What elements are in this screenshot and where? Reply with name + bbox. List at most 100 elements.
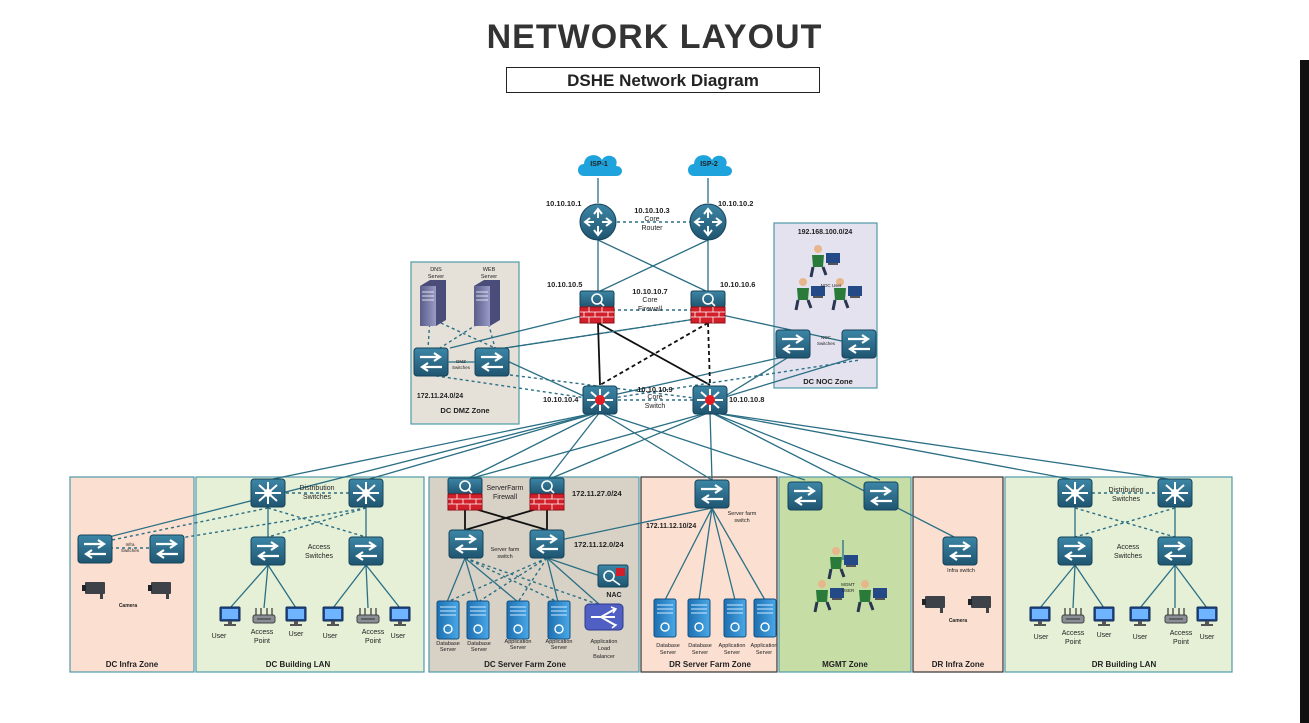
dr-serverfarm-switch-label-2: switch [734, 518, 749, 524]
serverfarm-firewall-1-icon [447, 477, 483, 511]
dr-db-label-2b: Server [692, 650, 708, 656]
dc-infra-switches-label-1: Infra [125, 542, 135, 547]
mgmt-user-label-2: USER [842, 588, 855, 593]
dr-db-label-1a: Database [656, 643, 680, 649]
dr-db-label-1b: Server [660, 650, 676, 656]
web-server-icon [473, 279, 501, 327]
dc-db-label-2b: Server [471, 647, 487, 653]
dc-application-server-1-icon [506, 600, 530, 640]
core-switch-1-icon [582, 385, 618, 415]
core-switch-right-ip: 10.10.10.8 [729, 395, 764, 404]
core-firewall-right-ip: 10.10.10.6 [720, 280, 755, 289]
serverfarm-firewall-label-2: Firewall [493, 494, 518, 501]
serverfarm-firewall-label-1: ServerFarm [487, 485, 524, 492]
dr-distribution-switch-1-icon [1057, 478, 1093, 508]
dc-building-lan-box [195, 476, 425, 673]
dc-infra-switch-2-icon [148, 533, 186, 565]
dc-db-label-1b: Server [440, 647, 456, 653]
dc-app-label-2a: Application [546, 639, 573, 645]
core-switch-vip: 10.10.10.9 [637, 385, 672, 394]
dc-access-switch-2-icon [347, 535, 385, 567]
dc-infra-zone-box [69, 476, 195, 673]
noc-user-label: NOC User [821, 283, 842, 288]
dc-ap-label-2a: Access [362, 629, 385, 636]
dr-ap-label-2a: Access [1170, 630, 1193, 637]
noc-zone-label: DC NOC Zone [803, 377, 853, 386]
dc-distribution-switch-1-icon [250, 478, 286, 508]
dc-database-server-1-icon [436, 600, 460, 640]
serverfarm-switch-label-2: switch [497, 554, 512, 560]
dr-user-label-1: User [1034, 634, 1049, 641]
dr-infra-zone-label: DR Infra Zone [932, 660, 985, 669]
dr-access-switch-1-icon [1056, 535, 1094, 567]
isp-1-label: ISP-1 [590, 161, 608, 168]
core-router-left-ip: 10.10.10.1 [546, 199, 581, 208]
dr-access-switch-2-icon [1156, 535, 1194, 567]
mgmt-switch-1-icon [786, 480, 824, 512]
web-server-label-2: Server [481, 274, 497, 280]
dr-database-server-1-icon [653, 598, 677, 638]
core-switch-label-1: Core [647, 394, 662, 401]
dc-db-label-2a: Database [467, 641, 491, 647]
dc-access-switch-1-icon [249, 535, 287, 567]
dc-user-label-2: User [289, 631, 304, 638]
dmz-switch-1-icon [412, 346, 450, 378]
dc-ap-label-1b: Point [254, 638, 270, 645]
dr-building-lan-label: DR Building LAN [1092, 660, 1157, 669]
lb-label-1: Application [591, 639, 618, 645]
core-switch-left-ip: 10.10.10.4 [543, 395, 579, 404]
mgmt-zone-label: MGMT Zone [822, 660, 868, 669]
dr-user-label-4: User [1200, 634, 1215, 641]
dc-distribution-label-2: Switches [303, 494, 332, 501]
serverfarm-subnet-top: 172.11.27.0/24 [572, 489, 622, 498]
core-router-label-1: Core [644, 216, 659, 223]
dr-serverfarm-switch-icon [693, 478, 731, 510]
mgmt-user-label-1: MGMT [841, 582, 855, 587]
dr-distribution-label-2: Switches [1112, 496, 1141, 503]
dc-distribution-label-1: Distribution [299, 485, 334, 492]
dmz-switches-label-1: DMZ [456, 359, 466, 364]
dc-ap-label-1a: Access [251, 629, 274, 636]
serverfarm-subnet-mid: 172.11.12.0/24 [574, 540, 624, 549]
dmz-zone-label: DC DMZ Zone [440, 406, 489, 415]
dr-database-server-2-icon [687, 598, 711, 638]
core-firewall-label-1: Core [642, 297, 657, 304]
dmz-switch-2-icon [473, 346, 511, 378]
noc-switch-1-icon [774, 328, 812, 360]
lb-label-2: Load [598, 646, 610, 652]
dr-ap-label-1b: Point [1065, 639, 1081, 646]
noc-switch-2-icon [840, 328, 878, 360]
dns-server-label-1: DNS [430, 267, 442, 273]
dns-server-label-2: Server [428, 274, 444, 280]
dr-application-server-2-icon [753, 598, 777, 638]
dr-distribution-switch-2-icon [1157, 478, 1193, 508]
dr-ap-label-2b: Point [1173, 639, 1189, 646]
web-server-label-1: WEB [483, 267, 496, 273]
dc-building-lan-label: DC Building LAN [266, 660, 331, 669]
serverfarm-switch-2-icon [528, 528, 566, 560]
core-router-right-ip: 10.10.10.2 [718, 199, 753, 208]
dr-access-label-2: Switches [1114, 553, 1143, 560]
dc-user-label-4: User [391, 633, 406, 640]
core-firewall-vip: 10.10.10.7 [632, 287, 667, 296]
dc-infra-switch-1-icon [76, 533, 114, 565]
lb-label-3: Balancer [593, 654, 615, 660]
dr-user-label-3: User [1133, 634, 1148, 641]
dc-distribution-switch-2-icon [348, 478, 384, 508]
dc-access-label-1: Access [308, 544, 331, 551]
dc-application-server-2-icon [547, 600, 571, 640]
nac-label: NAC [606, 592, 621, 599]
dc-infra-switches-label-2: Switches [121, 548, 140, 553]
dr-infra-zone-box [912, 476, 1004, 673]
dc-user-label-3: User [323, 633, 338, 640]
dr-serverfarm-switch-label-1: Server farm [728, 511, 757, 517]
dmz-subnet: 172.11.24.0/24 [417, 393, 463, 400]
dr-access-label-1: Access [1117, 544, 1140, 551]
dc-access-label-2: Switches [305, 553, 334, 560]
dr-db-label-2a: Database [688, 643, 712, 649]
dc-camera-label: Camera [119, 603, 138, 609]
dr-application-server-1-icon [723, 598, 747, 638]
dr-building-lan-box [1004, 476, 1233, 673]
dmz-switches-label-2: Switches [452, 365, 471, 370]
